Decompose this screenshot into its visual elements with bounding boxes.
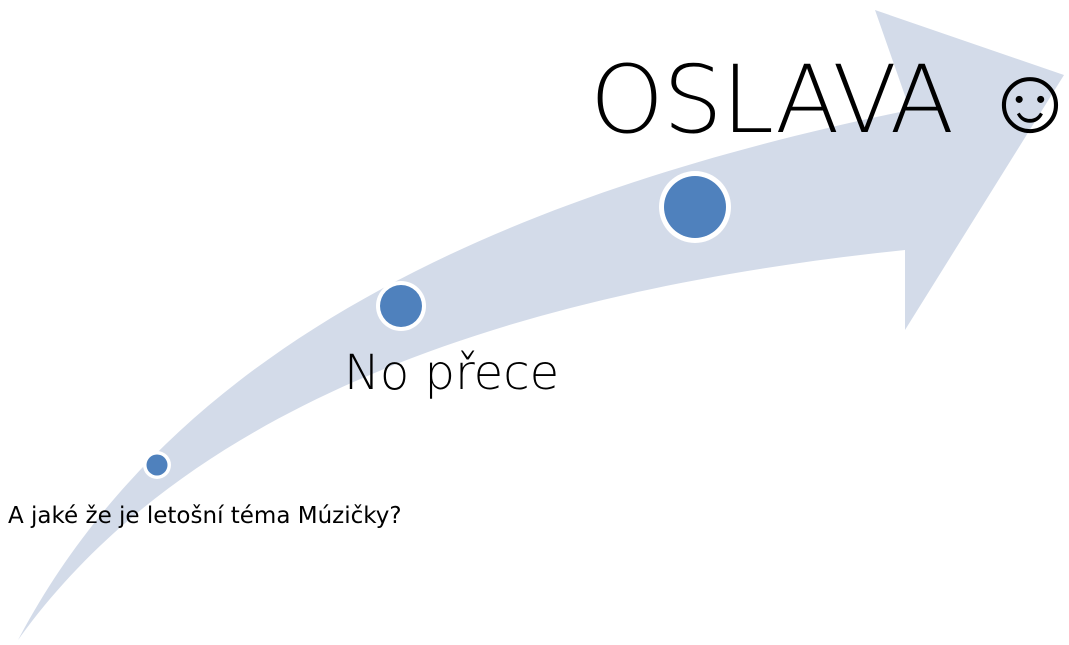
step-marker-small-fill [146, 454, 168, 476]
curved-arrow [18, 10, 1064, 640]
step-3-label: OSLAVA ☺ [590, 46, 1069, 155]
step-marker-large-fill [664, 176, 726, 238]
step-2-label: No přece [344, 345, 560, 401]
step-marker-medium-fill [380, 285, 422, 327]
step-1-label: A jaké že je letošní téma Múzičky? [8, 503, 402, 529]
